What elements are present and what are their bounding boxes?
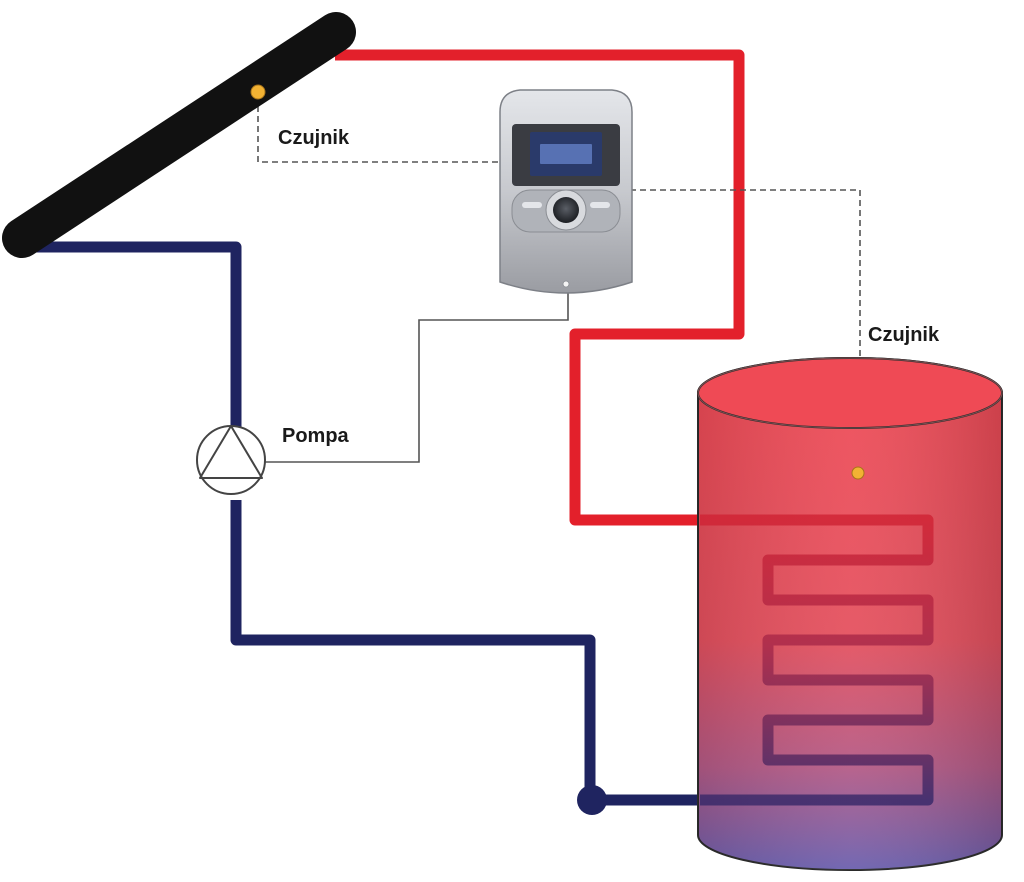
- pump-triangle-icon[interactable]: [196, 425, 266, 495]
- pump-wire: [265, 288, 569, 463]
- pipe-junction-node: [577, 785, 607, 815]
- pump-label: Pompa: [282, 425, 350, 447]
- tank-sensor-label: Czujnik: [868, 324, 940, 346]
- storage-tank-icon: [697, 357, 1003, 871]
- cold-return-pipe: [20, 241, 720, 815]
- collector-sensor-wire: [257, 96, 500, 163]
- collector-sensor-dot: [250, 84, 266, 100]
- hot-flow-pipe: [335, 49, 745, 526]
- tank-sensor-wire: [630, 189, 861, 472]
- collector-sensor-label: Czujnik: [278, 127, 350, 149]
- heat-exchanger-coil: [700, 514, 934, 806]
- solar-collector-icon: [2, 12, 356, 258]
- solar-controller-icon[interactable]: [499, 89, 633, 294]
- controller-knob[interactable]: [553, 197, 579, 223]
- tank-sensor-dot: [851, 466, 865, 480]
